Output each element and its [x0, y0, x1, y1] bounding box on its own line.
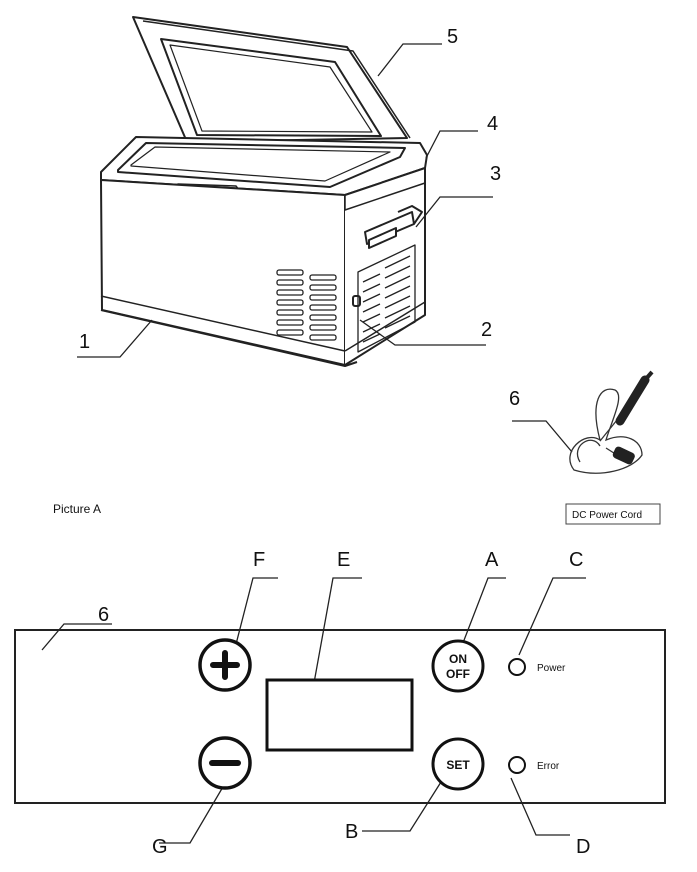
fridge-body: [100, 167, 426, 367]
fridge-drawing: [100, 16, 428, 367]
set-label: SET: [446, 758, 470, 772]
cord-caption: DC Power Cord: [572, 510, 642, 521]
plus-icon: [210, 650, 240, 680]
front-vent-grille: [276, 269, 337, 341]
callout-5: 5: [447, 26, 458, 48]
panel-callout-D: D: [576, 836, 590, 858]
panel-callout-F: F: [253, 549, 265, 571]
panel-leader-lines: [41, 577, 586, 844]
callout-1: 1: [79, 331, 90, 353]
panel-callout-A: A: [485, 549, 499, 571]
dc-power-cord-drawing: [569, 370, 654, 474]
on-label: ON: [449, 652, 467, 666]
plus-button[interactable]: [198, 638, 252, 692]
panel-callout-G: G: [152, 836, 168, 858]
error-indicator-label: Error: [537, 761, 560, 772]
callout-3: 3: [490, 163, 501, 185]
side-handle: [364, 205, 423, 249]
fridge-leader-lines: [77, 43, 573, 453]
on-off-button[interactable]: ON OFF: [431, 639, 485, 693]
panel-callout-C: C: [569, 549, 583, 571]
panel-callout-6: 6: [98, 604, 109, 626]
cord-caption-box: [565, 503, 661, 525]
minus-button[interactable]: [198, 736, 252, 790]
power-indicator-led: [508, 658, 526, 676]
picture-caption: Picture A: [53, 502, 101, 516]
set-button[interactable]: SET: [431, 737, 485, 791]
off-label: OFF: [446, 667, 470, 681]
power-indicator-label: Power: [537, 663, 566, 674]
lcd-display: [265, 678, 414, 752]
panel-callout-B: B: [345, 821, 358, 843]
callout-2: 2: [481, 319, 492, 341]
panel-callout-E: E: [337, 549, 350, 571]
side-vent-grille: [357, 244, 416, 353]
callout-4: 4: [487, 113, 498, 135]
dc-socket: [352, 295, 361, 307]
fridge-lid: [132, 16, 411, 143]
error-indicator-led: [508, 756, 526, 774]
callout-6-cord: 6: [509, 388, 520, 410]
